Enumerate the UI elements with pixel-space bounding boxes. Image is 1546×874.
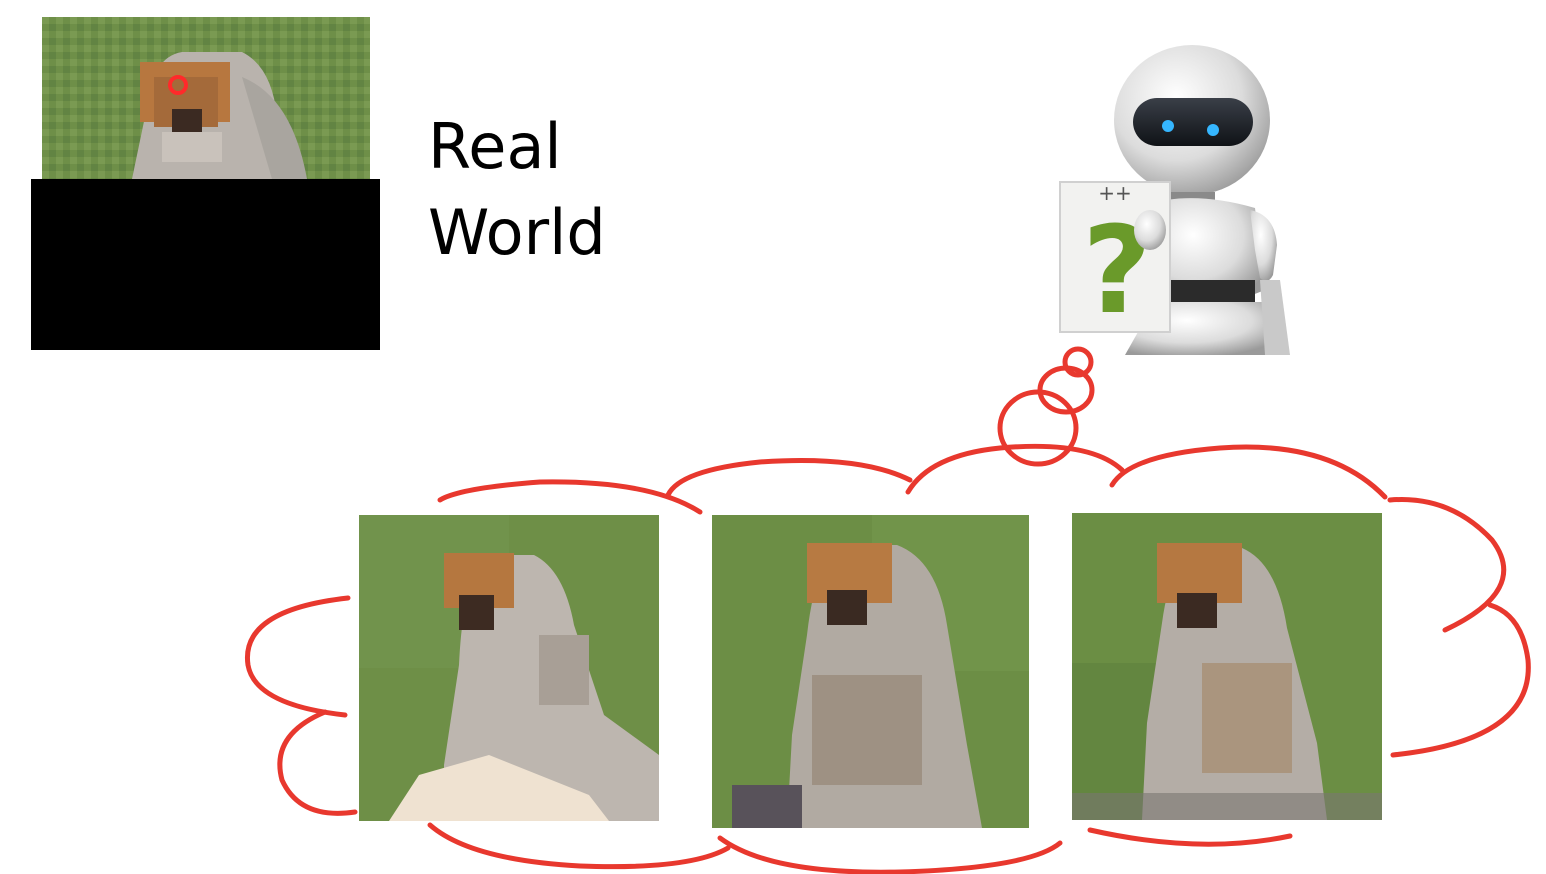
target-marker-icon (168, 75, 188, 95)
completion-image-3 (1072, 513, 1382, 820)
completion-image-2 (712, 515, 1029, 828)
caption-line-1: Real (428, 110, 562, 183)
caption-line-2: World (428, 196, 606, 269)
observed-partial-image (42, 17, 370, 179)
occluded-region (31, 179, 380, 350)
svg-text:++: ++ (1098, 181, 1132, 205)
robot-icon: ++ ? (1055, 40, 1295, 355)
completion-image-1 (359, 515, 659, 821)
caption-real-world: Real World (428, 104, 606, 276)
dog-head-image (42, 17, 370, 179)
question-sign: ++ ? (1059, 181, 1171, 341)
